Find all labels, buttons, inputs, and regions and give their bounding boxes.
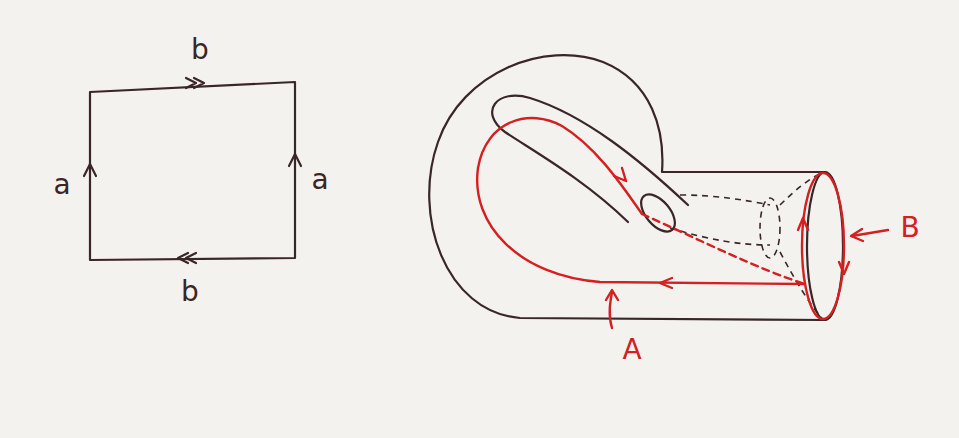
curve-label: A bbox=[622, 336, 641, 364]
edge-label: b bbox=[191, 36, 209, 64]
curve-label: B bbox=[900, 214, 919, 242]
identification-square bbox=[90, 82, 295, 260]
edge-label: b bbox=[181, 278, 199, 306]
edge-label: a bbox=[311, 166, 328, 194]
edge-label: a bbox=[53, 171, 70, 199]
